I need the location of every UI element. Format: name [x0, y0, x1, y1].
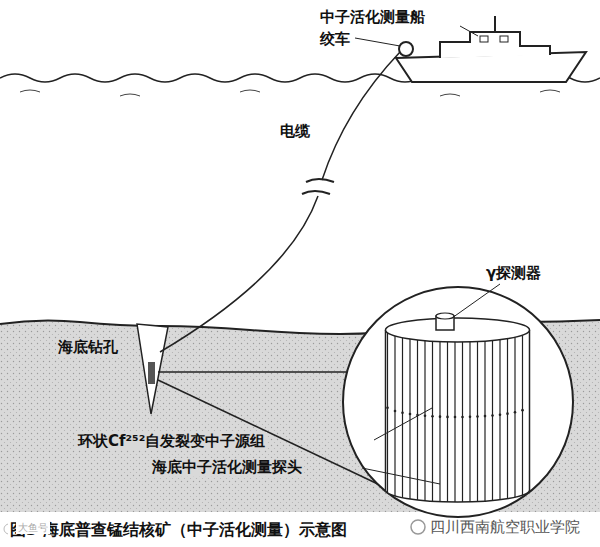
waves — [20, 90, 560, 96]
cable — [322, 52, 400, 180]
cable-break — [302, 179, 334, 194]
rod-dot — [446, 416, 449, 419]
ship-window — [500, 36, 508, 42]
source-rod — [507, 339, 508, 499]
cylinder-side — [529, 330, 531, 490]
source-rod — [522, 335, 523, 495]
cable — [160, 196, 318, 352]
leader-line — [355, 38, 400, 46]
watermark-icon — [411, 520, 425, 534]
figure-caption: 图3 海底普查锰结核矿（中子活化测量）示意图 — [8, 520, 349, 539]
drill-hole — [137, 324, 168, 414]
rod-dot — [424, 414, 427, 417]
gamma-detector-top — [436, 313, 454, 319]
source-rod — [492, 340, 493, 500]
rod-dot — [386, 407, 389, 410]
rod-dot — [394, 410, 397, 413]
source-rod — [454, 342, 455, 502]
probe-label: 海底中子活化测量探头 — [150, 458, 304, 476]
source-rod — [387, 333, 388, 493]
ship-mast — [494, 16, 496, 32]
winch — [399, 42, 413, 56]
rod-dot — [491, 414, 494, 417]
ship-window — [480, 36, 488, 42]
rod-dot — [521, 409, 524, 412]
watermark: 四川西南航空职业学院 — [428, 518, 582, 536]
rod-dot — [469, 416, 472, 419]
rod-dot — [514, 411, 517, 414]
rod-dot — [506, 412, 509, 415]
rod-dot — [401, 411, 404, 414]
rod-dot — [431, 415, 434, 418]
rod-dot — [476, 415, 479, 418]
source-rod — [417, 340, 418, 500]
leader-line — [460, 26, 478, 36]
neutron-source-label: 环状Cf²⁵²自发裂变中子源组 — [76, 432, 267, 450]
detector-label: γ探测器 — [484, 264, 543, 282]
source-rod — [462, 342, 463, 502]
rod-dot — [461, 416, 464, 419]
probe-small — [148, 362, 155, 384]
source-rod — [424, 341, 425, 501]
leader-line — [362, 468, 440, 484]
source-rod — [439, 342, 440, 502]
source-rod — [409, 339, 410, 499]
rod-dot — [409, 413, 412, 416]
leader-line — [374, 408, 432, 440]
cylinder-top — [386, 318, 530, 342]
ship-cabin — [440, 32, 550, 58]
rod-dot — [484, 415, 487, 418]
leader-line — [452, 284, 500, 318]
cable-label: 电缆 — [278, 122, 312, 140]
watermark: 大鱼号 — [16, 522, 50, 534]
source-rod — [484, 341, 485, 501]
ship-label: 中子活化测量船 — [318, 8, 427, 26]
rod-dot — [454, 416, 457, 419]
source-rod — [432, 341, 433, 501]
rod-dot — [439, 415, 442, 418]
rod-dot — [499, 413, 502, 416]
probe-cylinder — [386, 313, 530, 502]
source-rod — [469, 342, 470, 502]
source-rod — [514, 337, 515, 497]
source-rod — [499, 340, 500, 500]
source-rod — [402, 338, 403, 498]
cylinder-side — [385, 330, 387, 490]
winch-label: 绞车 — [318, 30, 352, 48]
source-rod — [477, 342, 478, 502]
drill-hole-label: 海底钻孔 — [56, 338, 120, 356]
seabed — [0, 320, 600, 512]
source-rod — [394, 336, 395, 496]
zoom-circle — [343, 287, 573, 517]
source-rod — [447, 342, 448, 502]
zoom-line — [158, 371, 346, 373]
